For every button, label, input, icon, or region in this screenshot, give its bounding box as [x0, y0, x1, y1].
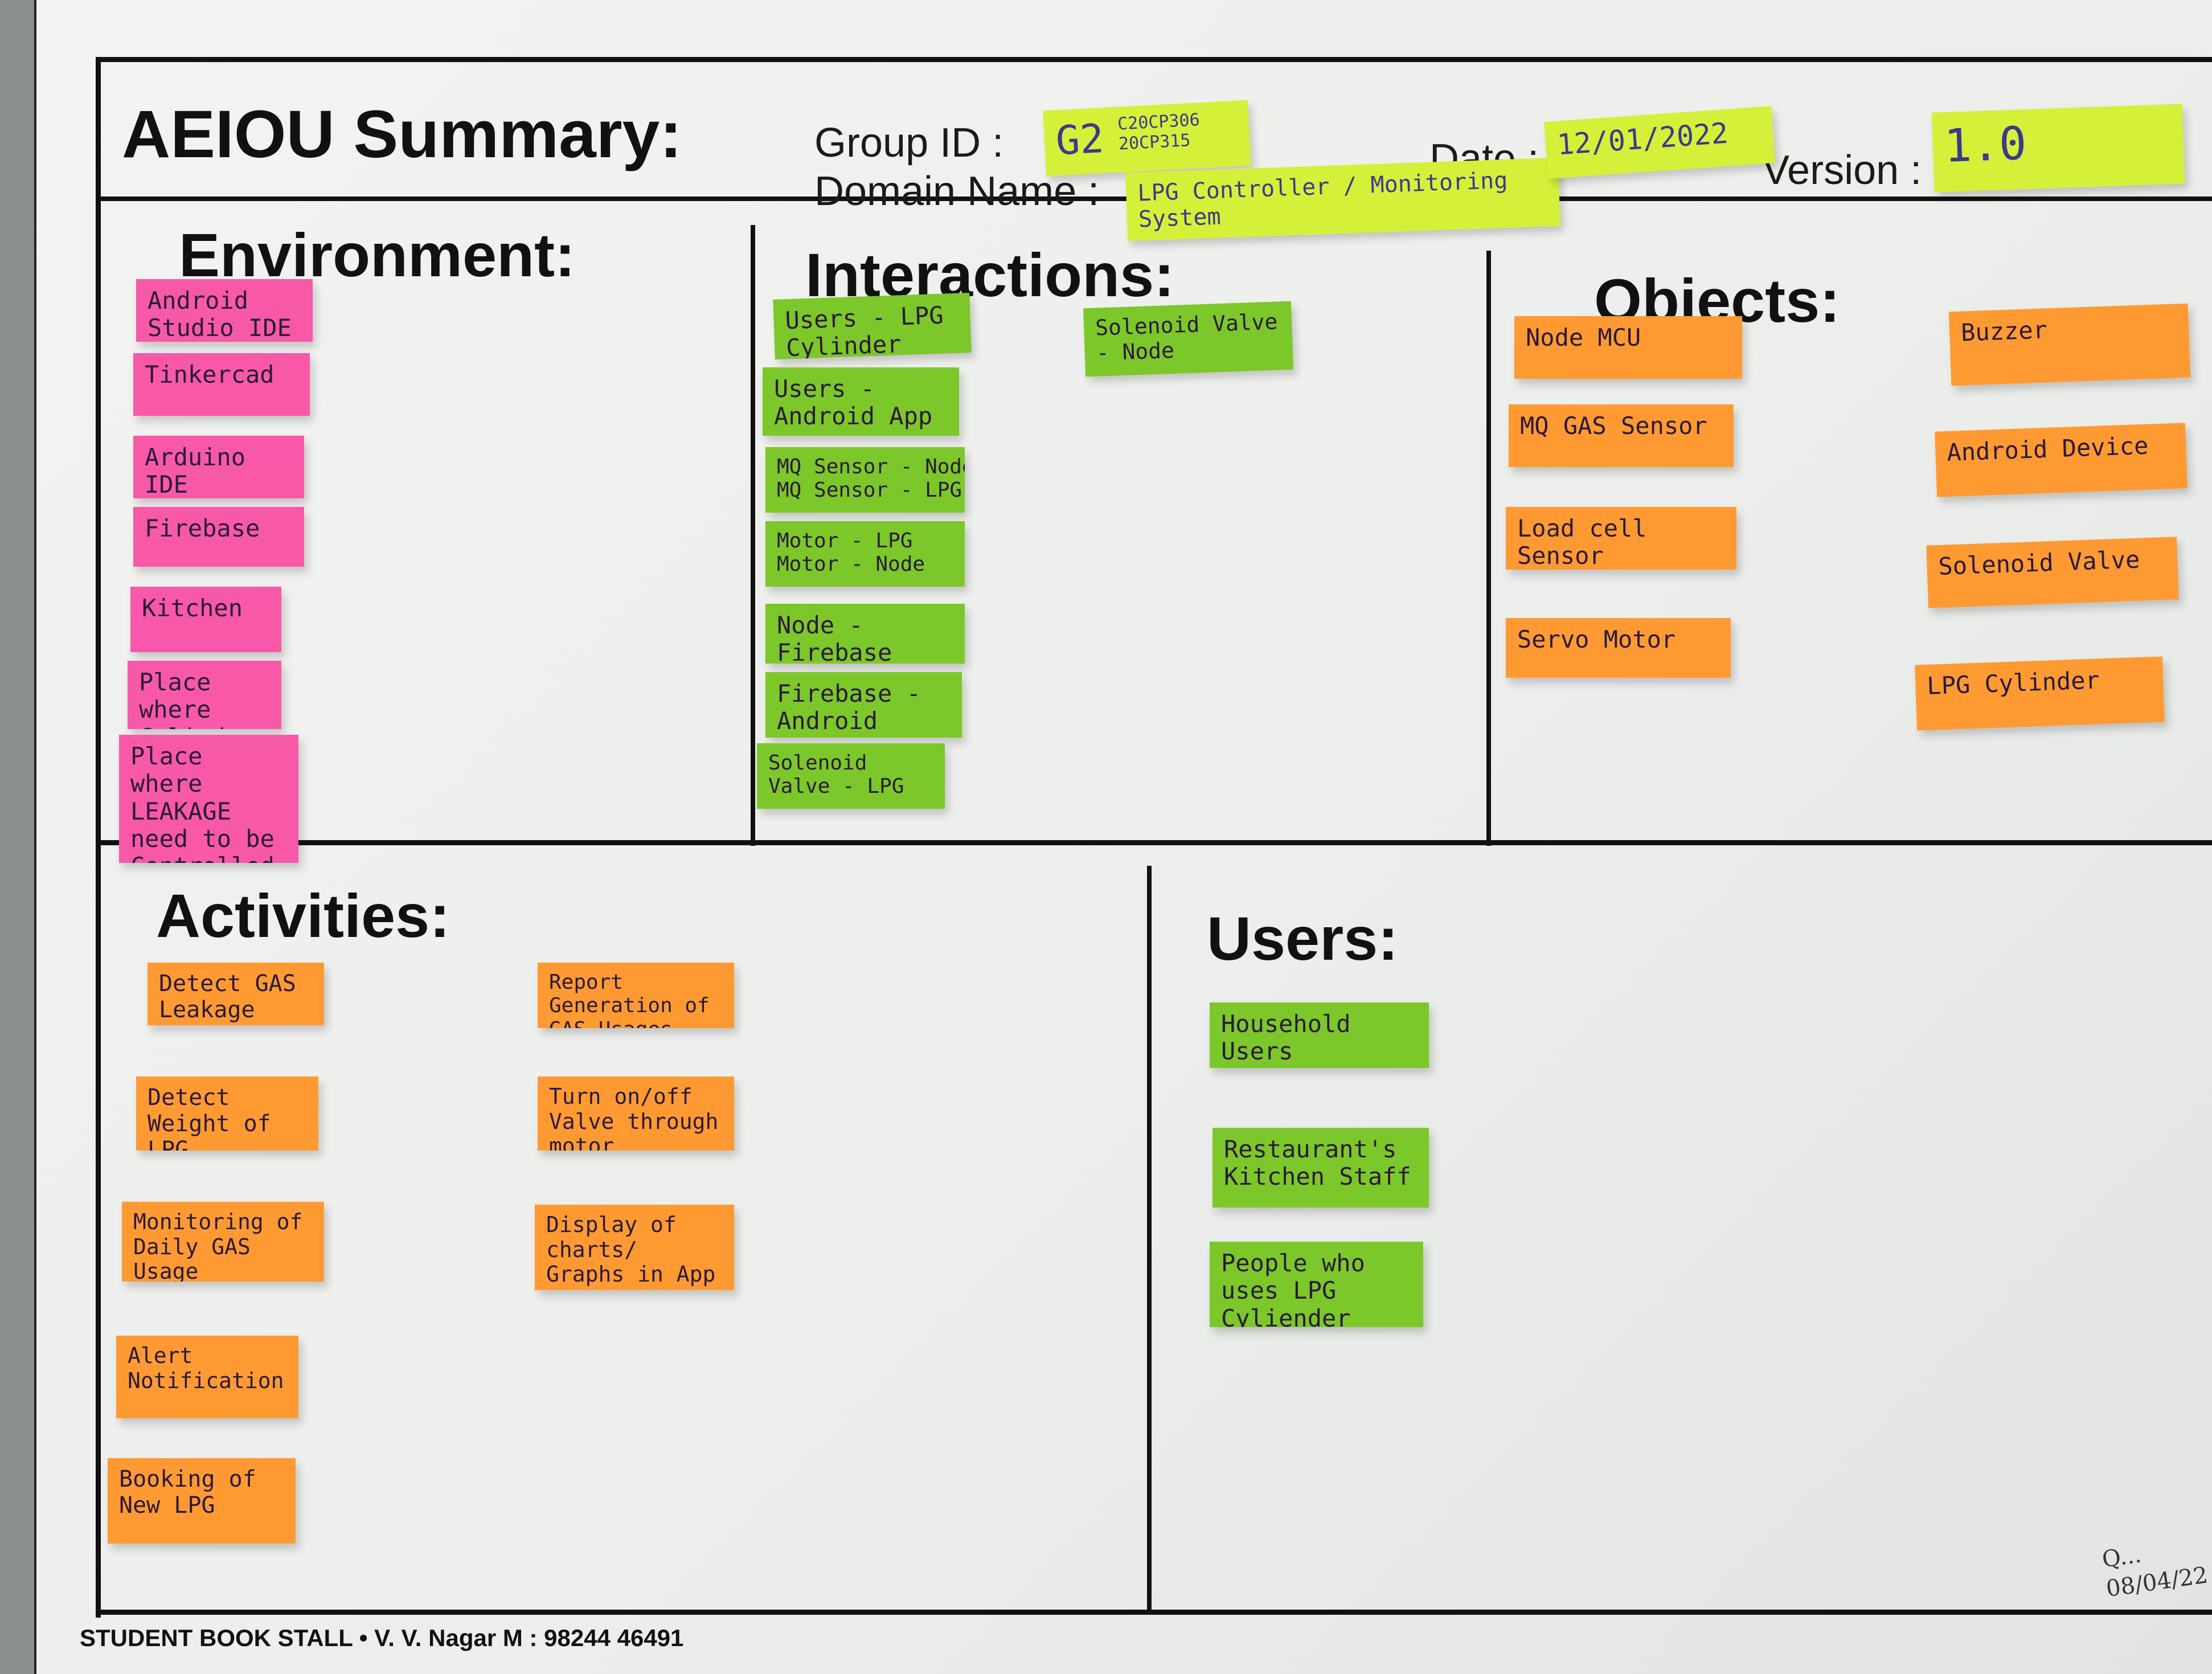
- frame-left: [96, 57, 101, 1618]
- object-note: MQ GAS Sensor: [1509, 404, 1734, 467]
- interaction-note: Users - LPG Cylinder: [773, 293, 972, 359]
- int-obj-divider: [1486, 251, 1491, 846]
- environment-note: Android Studio IDE: [136, 279, 313, 342]
- version-label: Version :: [1762, 148, 1922, 193]
- activity-note: Detect Weight of LPG: [136, 1077, 318, 1151]
- environment-note: Arduino IDE: [133, 436, 304, 498]
- environment-note: Kitchen: [130, 587, 281, 652]
- object-note: Load cell Sensor: [1506, 507, 1736, 570]
- environment-note: Firebase: [133, 507, 304, 567]
- environment-note: Place where LEAKAGE need to be Controlle…: [119, 735, 298, 863]
- user-note: Restaurant's Kitchen Staff: [1212, 1128, 1429, 1208]
- middle-divider: [96, 840, 2212, 845]
- domain-note: LPG Controller / Monitoring System: [1125, 157, 1560, 242]
- activities-heading: Activities:: [156, 881, 450, 950]
- env-int-divider: [751, 225, 755, 846]
- interaction-note: Motor - LPG Motor - Node: [765, 521, 965, 587]
- domain-name-label: Domain Name :: [814, 169, 1100, 214]
- activity-note: Turn on/off Valve through motor: [538, 1077, 734, 1151]
- group-id-value: G2: [1054, 115, 1105, 165]
- object-note: Android Device: [1935, 423, 2188, 497]
- activity-note: Monitoring of Daily GAS Usage: [122, 1202, 324, 1282]
- handwritten-signature: Q... 08/04/22: [2100, 1531, 2210, 1604]
- group-id-label: Group ID :: [814, 120, 1004, 166]
- object-note: LPG Cylinder: [1915, 656, 2165, 731]
- frame-bottom: [96, 1610, 2212, 1615]
- frame-top: [96, 57, 2212, 62]
- activity-note: Display of charts/ Graphs in App: [535, 1205, 734, 1290]
- activity-note: Booking of New LPG: [108, 1458, 296, 1544]
- activity-note: Report Generation of GAS Usages: [538, 963, 734, 1028]
- environment-heading: Environment:: [179, 220, 576, 289]
- interaction-note: Solenoid Valve - Node: [1083, 301, 1293, 377]
- interaction-note: Users - Android App: [763, 367, 959, 436]
- act-user-divider: [1147, 866, 1152, 1612]
- interaction-note: Node - Firebase: [765, 604, 965, 664]
- user-note: Household Users: [1210, 1002, 1429, 1068]
- interaction-note: Solenoid Valve - LPG: [757, 743, 945, 809]
- page-title: AEIOU Summary:: [122, 97, 682, 172]
- object-note: Node MCU: [1514, 316, 1742, 379]
- environment-note: Place where Cylinder is: [128, 661, 281, 729]
- activity-note: Alert Notification: [116, 1336, 298, 1418]
- object-note: Solenoid Valve: [1926, 537, 2179, 608]
- object-note: Buzzer: [1948, 303, 2191, 386]
- group-id-note: G2 C20CP306 20CP315: [1043, 100, 1251, 177]
- printer-footer: STUDENT BOOK STALL • V. V. Nagar M : 982…: [80, 1624, 684, 1651]
- object-note: Servo Motor: [1506, 618, 1731, 678]
- users-heading: Users:: [1207, 904, 1399, 973]
- interaction-note: MQ Sensor - Node MQ Sensor - LPG: [765, 447, 965, 513]
- environment-note: Tinkercad: [133, 353, 310, 416]
- chart-sheet: AEIOU Summary: Group ID : Domain Name : …: [34, 0, 2212, 1674]
- user-note: People who uses LPG Cyliender: [1210, 1242, 1423, 1327]
- date-note: 12/01/2022: [1543, 106, 1776, 179]
- group-members: C20CP306 20CP315: [1117, 110, 1201, 154]
- activity-note: Detect GAS Leakage: [148, 963, 324, 1025]
- version-note: 1.0: [1931, 104, 2185, 193]
- interaction-note: Firebase - Android: [765, 672, 962, 738]
